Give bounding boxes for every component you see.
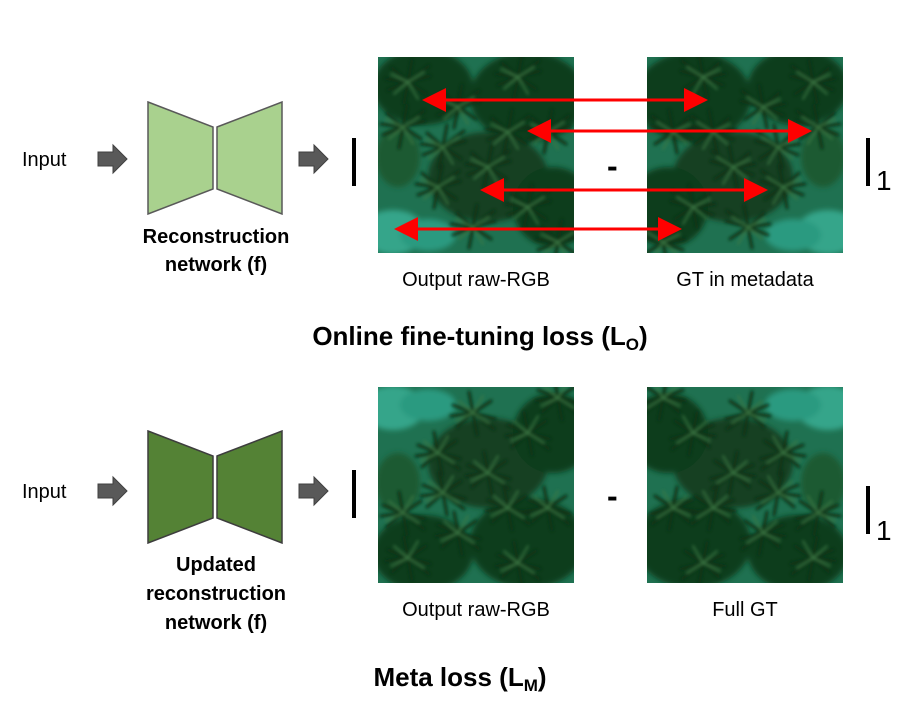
bottom-loss-title-text: Meta loss (L [373, 662, 524, 692]
top-network-icon [147, 101, 283, 215]
top-network-label: Reconstruction network (f) [116, 223, 316, 279]
bottom-loss-subscript: M [523, 676, 538, 695]
top-loss-subscript: O [625, 335, 639, 354]
bottom-input-arrow-icon [97, 475, 128, 507]
top-loss-title-close: ) [638, 321, 648, 351]
bottom-norm-right-bar [866, 486, 870, 534]
top-norm-subscript: 1 [876, 165, 892, 196]
top-loss-title-text: Online fine-tuning loss (L [312, 321, 626, 351]
top-minus-sign: - [607, 148, 618, 184]
bottom-input-label: Input [22, 481, 67, 503]
top-output-caption: Output raw-RGB [402, 269, 550, 291]
bottom-network-label-line-2: reconstruction [145, 583, 287, 605]
bottom-loss-title-close: ) [537, 662, 547, 692]
bottom-gt-image [647, 387, 843, 583]
bottom-network-label: Updated reconstruction network (f) [116, 551, 316, 638]
bottom-loss-title: Meta loss (LM) [260, 662, 660, 696]
bottom-minus-sign: - [607, 478, 618, 514]
top-norm-right-bar [866, 138, 870, 186]
bottom-norm-subscript: 1 [876, 515, 892, 546]
top-network-label-line-1: Reconstruction [142, 226, 290, 248]
top-norm-left-bar [352, 138, 356, 186]
top-loss-title: Online fine-tuning loss (LO) [260, 321, 700, 355]
top-output-arrow-icon [298, 143, 329, 175]
bottom-output-image [378, 387, 574, 583]
bottom-network-label-line-3: network (f) [164, 612, 268, 634]
top-input-arrow-icon [97, 143, 128, 175]
bottom-network-icon [147, 430, 283, 544]
bottom-output-caption: Output raw-RGB [402, 599, 550, 621]
bottom-output-arrow-icon [298, 475, 329, 507]
bottom-network-label-line-1: Updated [176, 554, 256, 576]
bottom-norm-left-bar [352, 470, 356, 518]
bottom-gt-caption: Full GT [712, 599, 778, 621]
top-network-label-line-2: network (f) [164, 254, 268, 276]
top-gt-caption: GT in metadata [676, 269, 814, 291]
top-input-label: Input [22, 149, 67, 171]
